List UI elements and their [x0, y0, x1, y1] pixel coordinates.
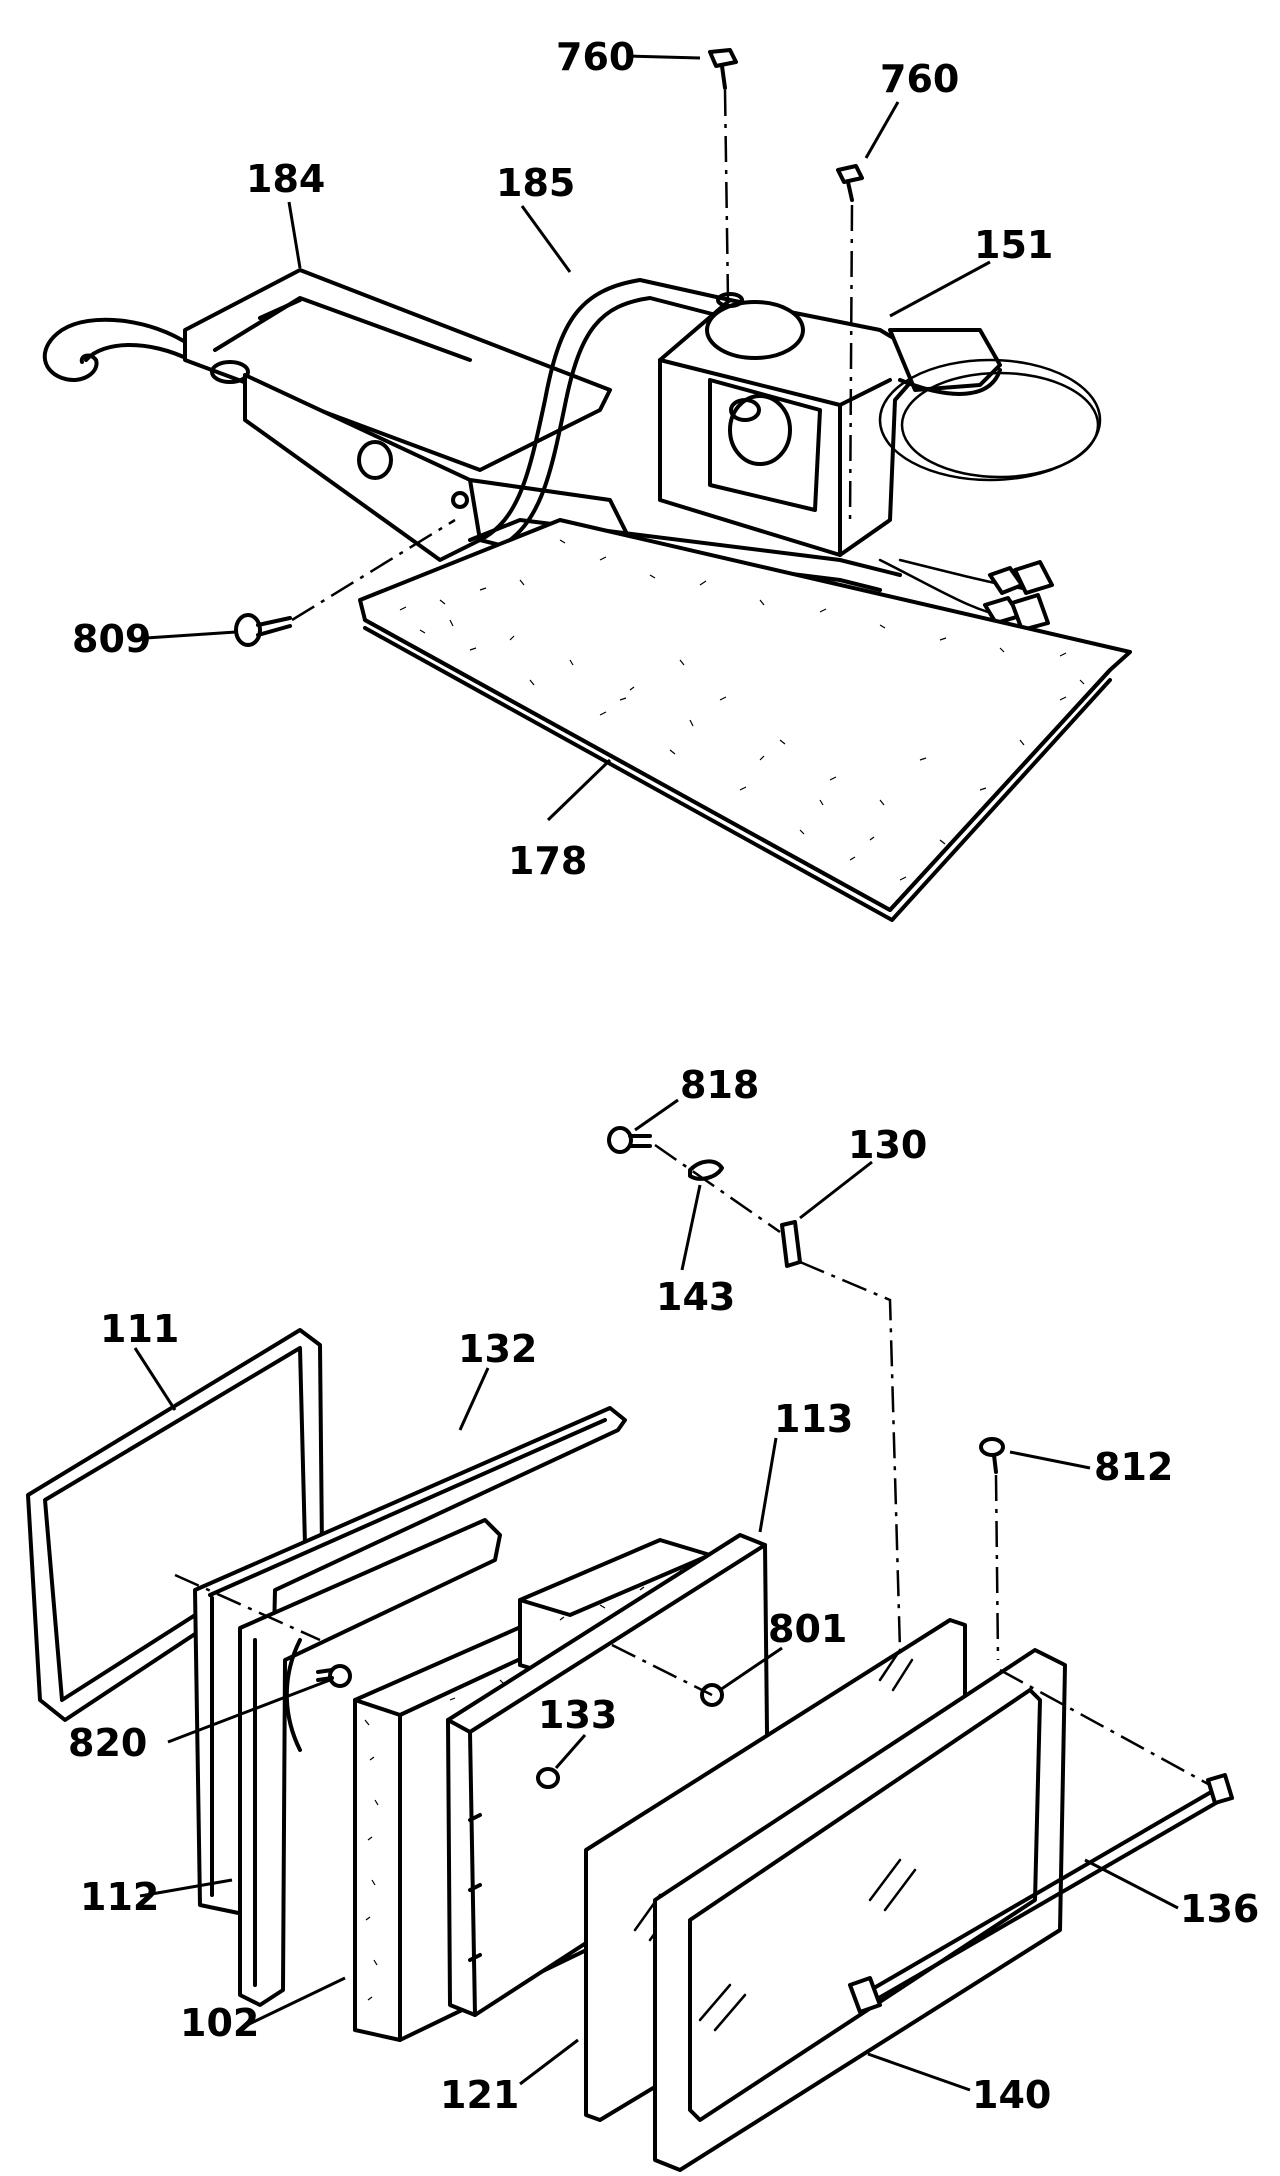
callout-151: 151 [974, 223, 1053, 267]
callout-809: 809 [72, 617, 151, 661]
callout-820: 820 [68, 1721, 147, 1765]
callout-818: 818 [680, 1063, 759, 1107]
callout-178: 178 [508, 839, 587, 883]
callout-111: 111 [100, 1307, 179, 1351]
screw-760b [836, 164, 864, 202]
screw-809 [234, 613, 292, 647]
callout-184: 184 [246, 157, 325, 201]
callout-132: 132 [458, 1327, 537, 1371]
callout-102: 102 [180, 2001, 259, 2045]
callout-812: 812 [1094, 1445, 1173, 1489]
callout-185: 185 [496, 161, 575, 205]
callout-133: 133 [538, 1693, 617, 1737]
latch-bar [183, 268, 612, 472]
leader-lines [133, 54, 1179, 2092]
screw-812 [979, 1437, 1005, 1474]
callout-136: 136 [1180, 1887, 1259, 1931]
callout-801: 801 [768, 1607, 847, 1651]
callout-labels: 760 760 184 185 151 809 178 818 130 143 … [68, 35, 1259, 2117]
callout-140: 140 [972, 2073, 1051, 2117]
callout-130: 130 [848, 1123, 927, 1167]
insulation-pad [358, 518, 1132, 922]
handle-136 [848, 1773, 1234, 2014]
callout-760b: 760 [880, 57, 959, 101]
grommet-133 [536, 1767, 560, 1789]
door-frame-140 [653, 1648, 1067, 2172]
wire-coil [878, 358, 1102, 482]
latch-link [478, 278, 732, 542]
wire-connectors [983, 560, 1054, 632]
callout-760a: 760 [556, 35, 635, 79]
inner-liner-112 [238, 1518, 502, 2007]
clip-143 [688, 1159, 724, 1181]
callout-143: 143 [656, 1275, 735, 1319]
screw-760a [708, 48, 738, 90]
callout-113: 113 [774, 1397, 853, 1441]
bracket-130 [780, 1220, 802, 1268]
callout-112: 112 [80, 1875, 159, 1919]
screw-818 [607, 1126, 652, 1154]
screw-820 [316, 1664, 352, 1688]
callout-121: 121 [440, 2073, 519, 2117]
